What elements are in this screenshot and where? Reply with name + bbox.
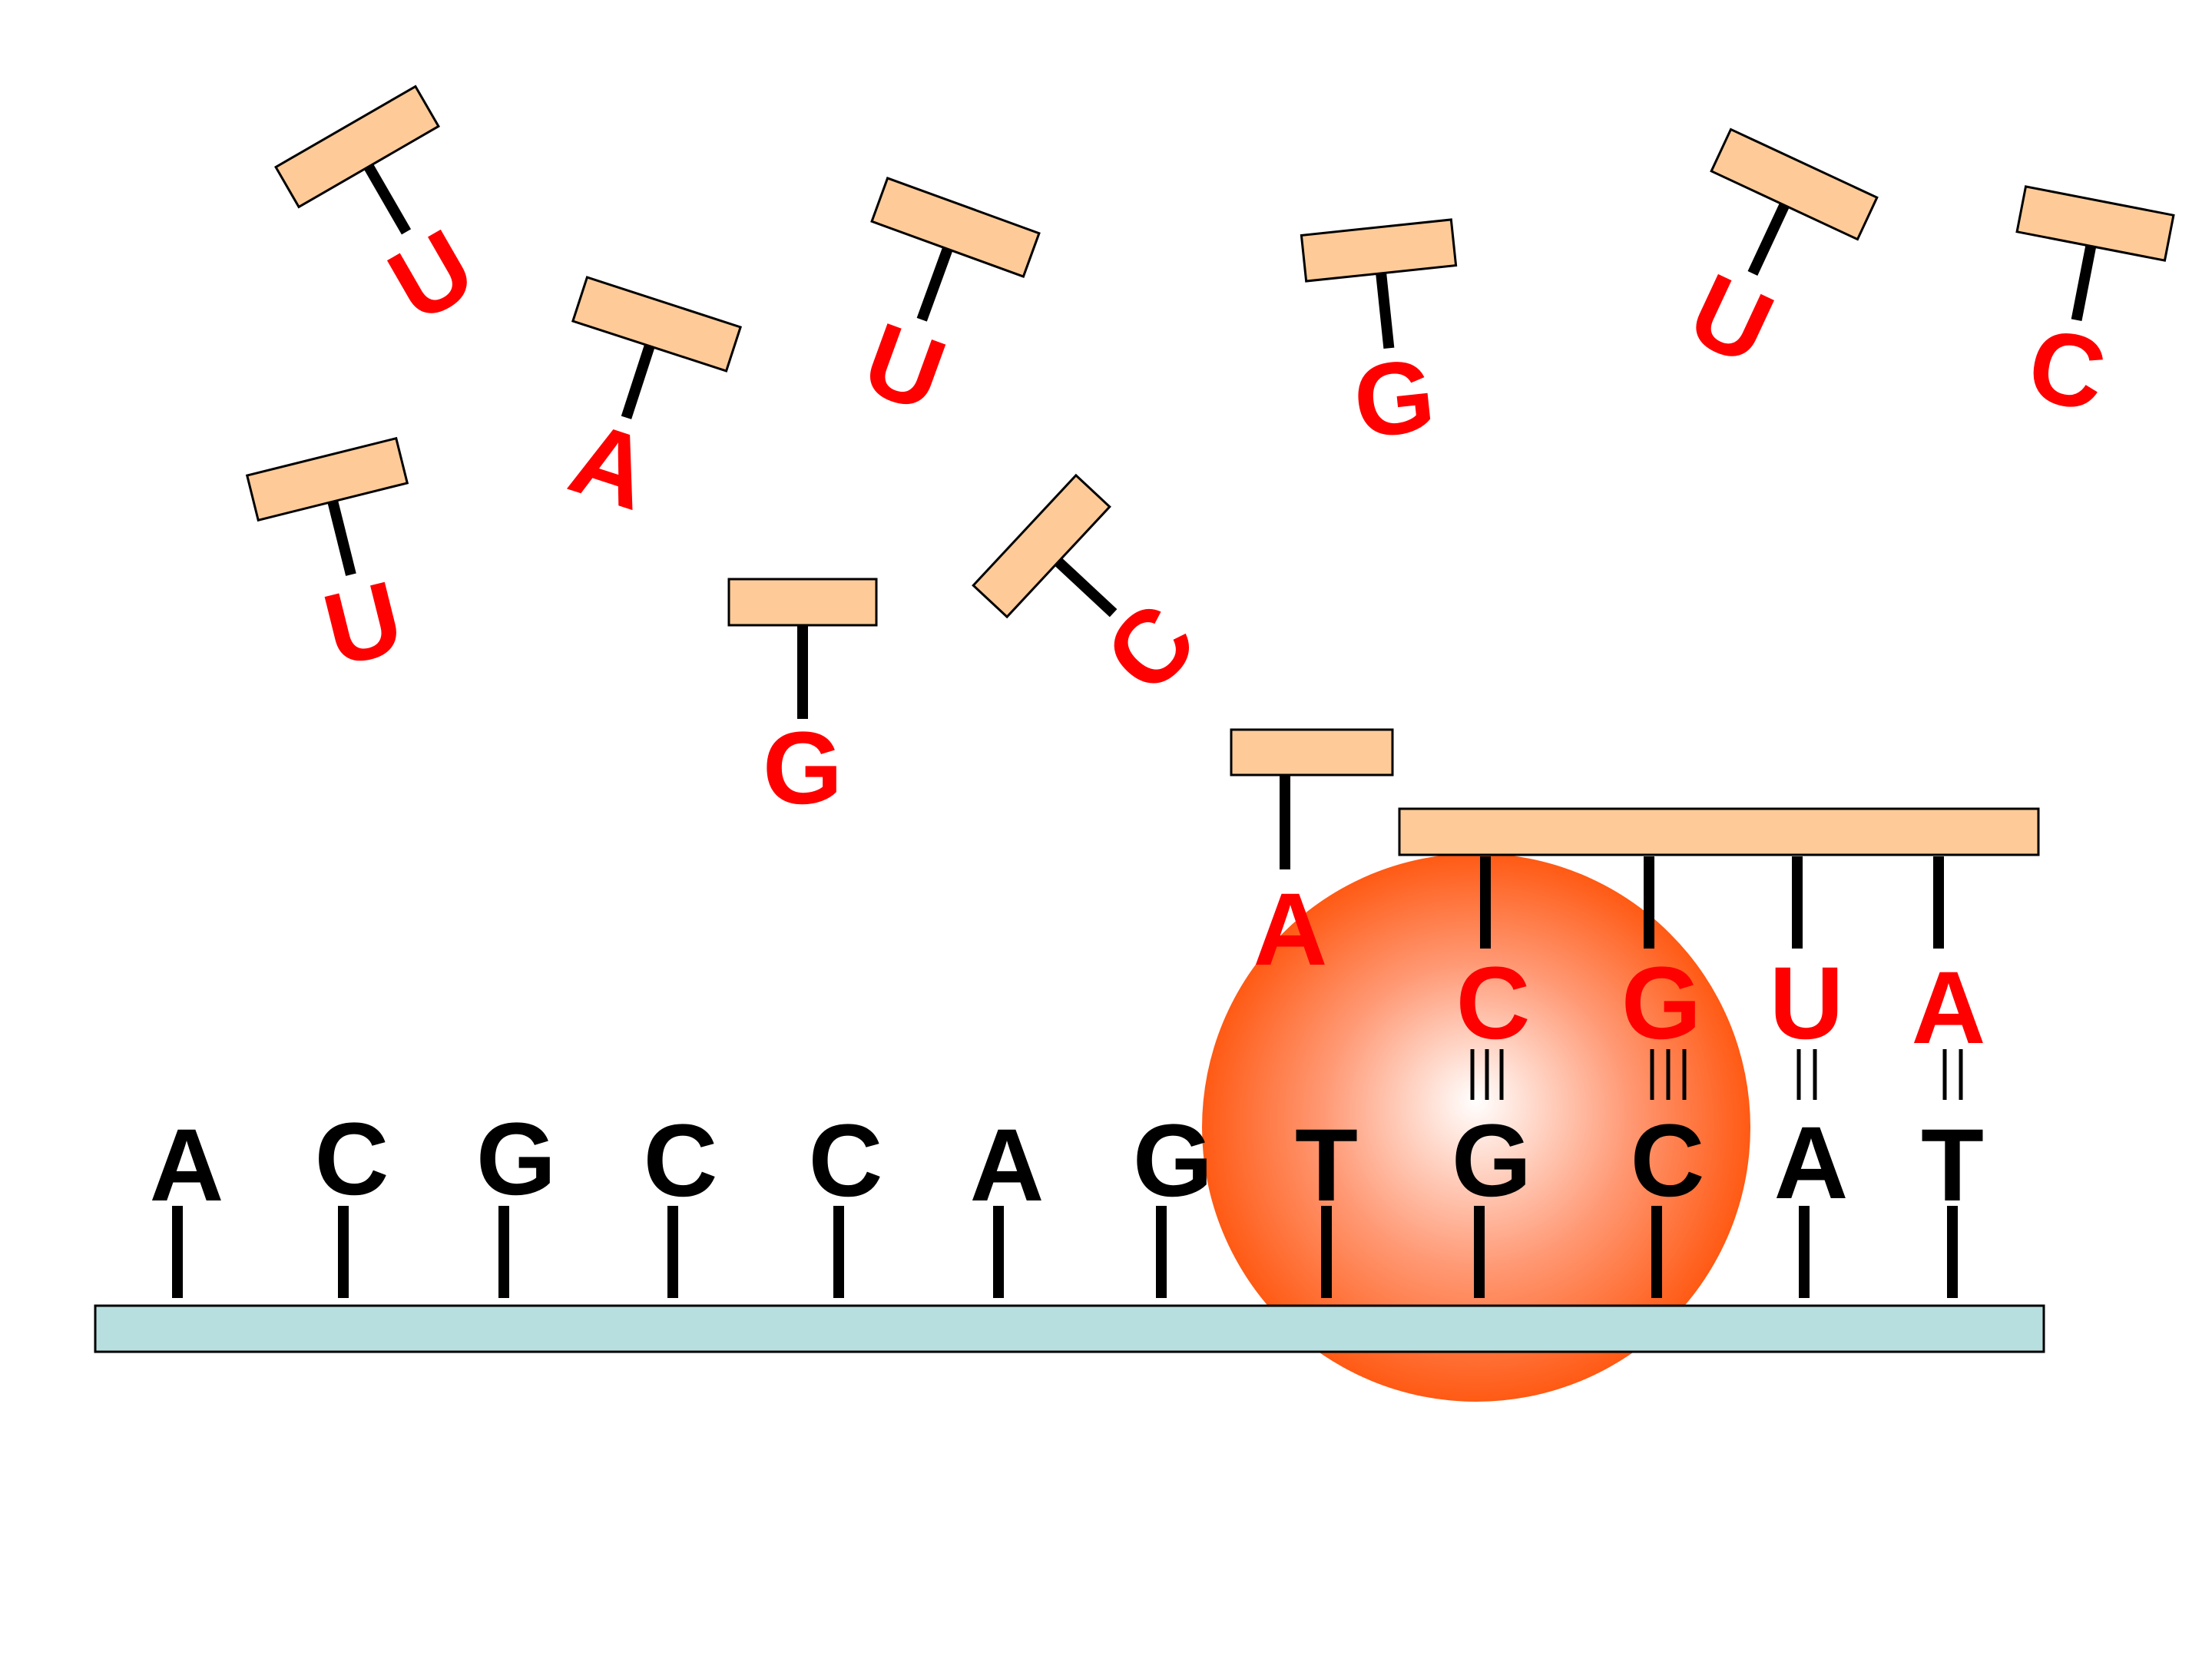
- free-base-letter: A: [558, 400, 664, 532]
- template-strand: A C G C C A G T: [150, 1102, 1984, 1298]
- nucleotide-backbone: [870, 176, 1041, 279]
- template-base-letter: T: [1921, 1108, 1984, 1223]
- hydrogen-bonds: [1650, 1049, 1687, 1100]
- nucleotide-stick: [916, 247, 953, 322]
- hydrogen-bonds: [1942, 1049, 1963, 1100]
- template-base: T: [1921, 1108, 1984, 1298]
- template-base: C: [644, 1104, 718, 1298]
- template-base: T: [1295, 1108, 1358, 1298]
- nucleotide-stick: [1055, 558, 1118, 618]
- nucleotide-stick: [1747, 203, 1790, 276]
- template-base-letter: C: [315, 1102, 389, 1217]
- nucleotide-backbone: [1710, 127, 1879, 241]
- template-base-letter: G: [1133, 1104, 1213, 1218]
- free-nucleotide: U: [245, 436, 413, 689]
- free-nucleotide: C: [972, 473, 1218, 714]
- rna-base: A: [1912, 856, 1986, 1100]
- free-base-letter: U: [850, 301, 959, 434]
- nucleotide-backbone: [1230, 728, 1394, 777]
- incoming-base-letter: A: [1253, 873, 1328, 987]
- template-base: A: [1774, 1106, 1849, 1298]
- nucleotide-stick: [621, 344, 655, 419]
- template-base: C: [315, 1102, 389, 1298]
- nucleotide-backbone: [1300, 218, 1458, 283]
- template-base: A: [970, 1108, 1045, 1298]
- rna-base-letter: C: [1456, 946, 1531, 1061]
- nucleotide-backbone: [274, 84, 440, 209]
- hydrogen-bonds: [1796, 1049, 1817, 1100]
- free-nucleotide: U: [850, 176, 1041, 434]
- free-base-letter: U: [1673, 252, 1789, 387]
- incoming-nucleotide: A: [1230, 728, 1394, 987]
- nucleotide-stick: [363, 164, 412, 235]
- template-base: G: [1452, 1104, 1532, 1298]
- template-base-letter: C: [809, 1104, 883, 1218]
- growing-rna-strand: C G U A: [1398, 807, 2040, 1100]
- free-base-letter: G: [763, 711, 843, 826]
- free-nucleotide: G: [1300, 218, 1458, 460]
- nucleotide-backbone: [972, 473, 1111, 619]
- nucleotide-backbone: [245, 436, 409, 522]
- rna-base-letter: A: [1912, 951, 1986, 1065]
- rna-base-letter: U: [1770, 946, 1844, 1061]
- rna-base-letter: G: [1621, 946, 1701, 1061]
- template-base-letter: A: [150, 1108, 224, 1223]
- nucleotide-stick: [2071, 245, 2097, 321]
- nucleotide-backbone: [727, 578, 878, 627]
- template-base-letter: C: [644, 1104, 718, 1218]
- template-base: C: [809, 1104, 883, 1298]
- hydrogen-bonds: [1470, 1049, 1504, 1100]
- template-base-letter: A: [970, 1108, 1045, 1223]
- free-nucleotide: U: [274, 84, 492, 344]
- free-nucleotide: A: [558, 276, 743, 532]
- free-base-letter: U: [371, 208, 492, 344]
- free-base-letter: G: [1349, 338, 1440, 460]
- template-base: A: [150, 1108, 224, 1298]
- free-nucleotide: G: [727, 578, 878, 826]
- nucleotide-backbone: [571, 276, 743, 373]
- template-base-letter: G: [1452, 1104, 1532, 1218]
- template-base-letter: T: [1295, 1108, 1358, 1223]
- nucleotide-stick: [327, 500, 356, 576]
- free-nucleotide: C: [2015, 185, 2175, 434]
- template-base-letter: C: [1631, 1104, 1705, 1218]
- template-base: G: [1133, 1104, 1213, 1298]
- free-nucleotides: U A U G U C U: [245, 84, 2175, 826]
- template-base-letter: A: [1774, 1106, 1849, 1220]
- template-base-letter: G: [476, 1102, 556, 1217]
- template-base: C: [1631, 1104, 1705, 1298]
- dna-template-backbone: [94, 1304, 2045, 1353]
- free-base-letter: C: [2019, 307, 2114, 434]
- rna-base: C: [1456, 856, 1531, 1100]
- template-base: G: [476, 1102, 556, 1298]
- free-nucleotide: U: [1673, 127, 1879, 387]
- nucleotide-stick: [1376, 273, 1395, 349]
- rna-backbone: [1398, 807, 2040, 856]
- rna-polymerase-sphere: [1202, 853, 1750, 1402]
- free-base-letter: U: [313, 560, 413, 689]
- rna-base: G: [1621, 856, 1701, 1100]
- rna-base: U: [1770, 856, 1844, 1100]
